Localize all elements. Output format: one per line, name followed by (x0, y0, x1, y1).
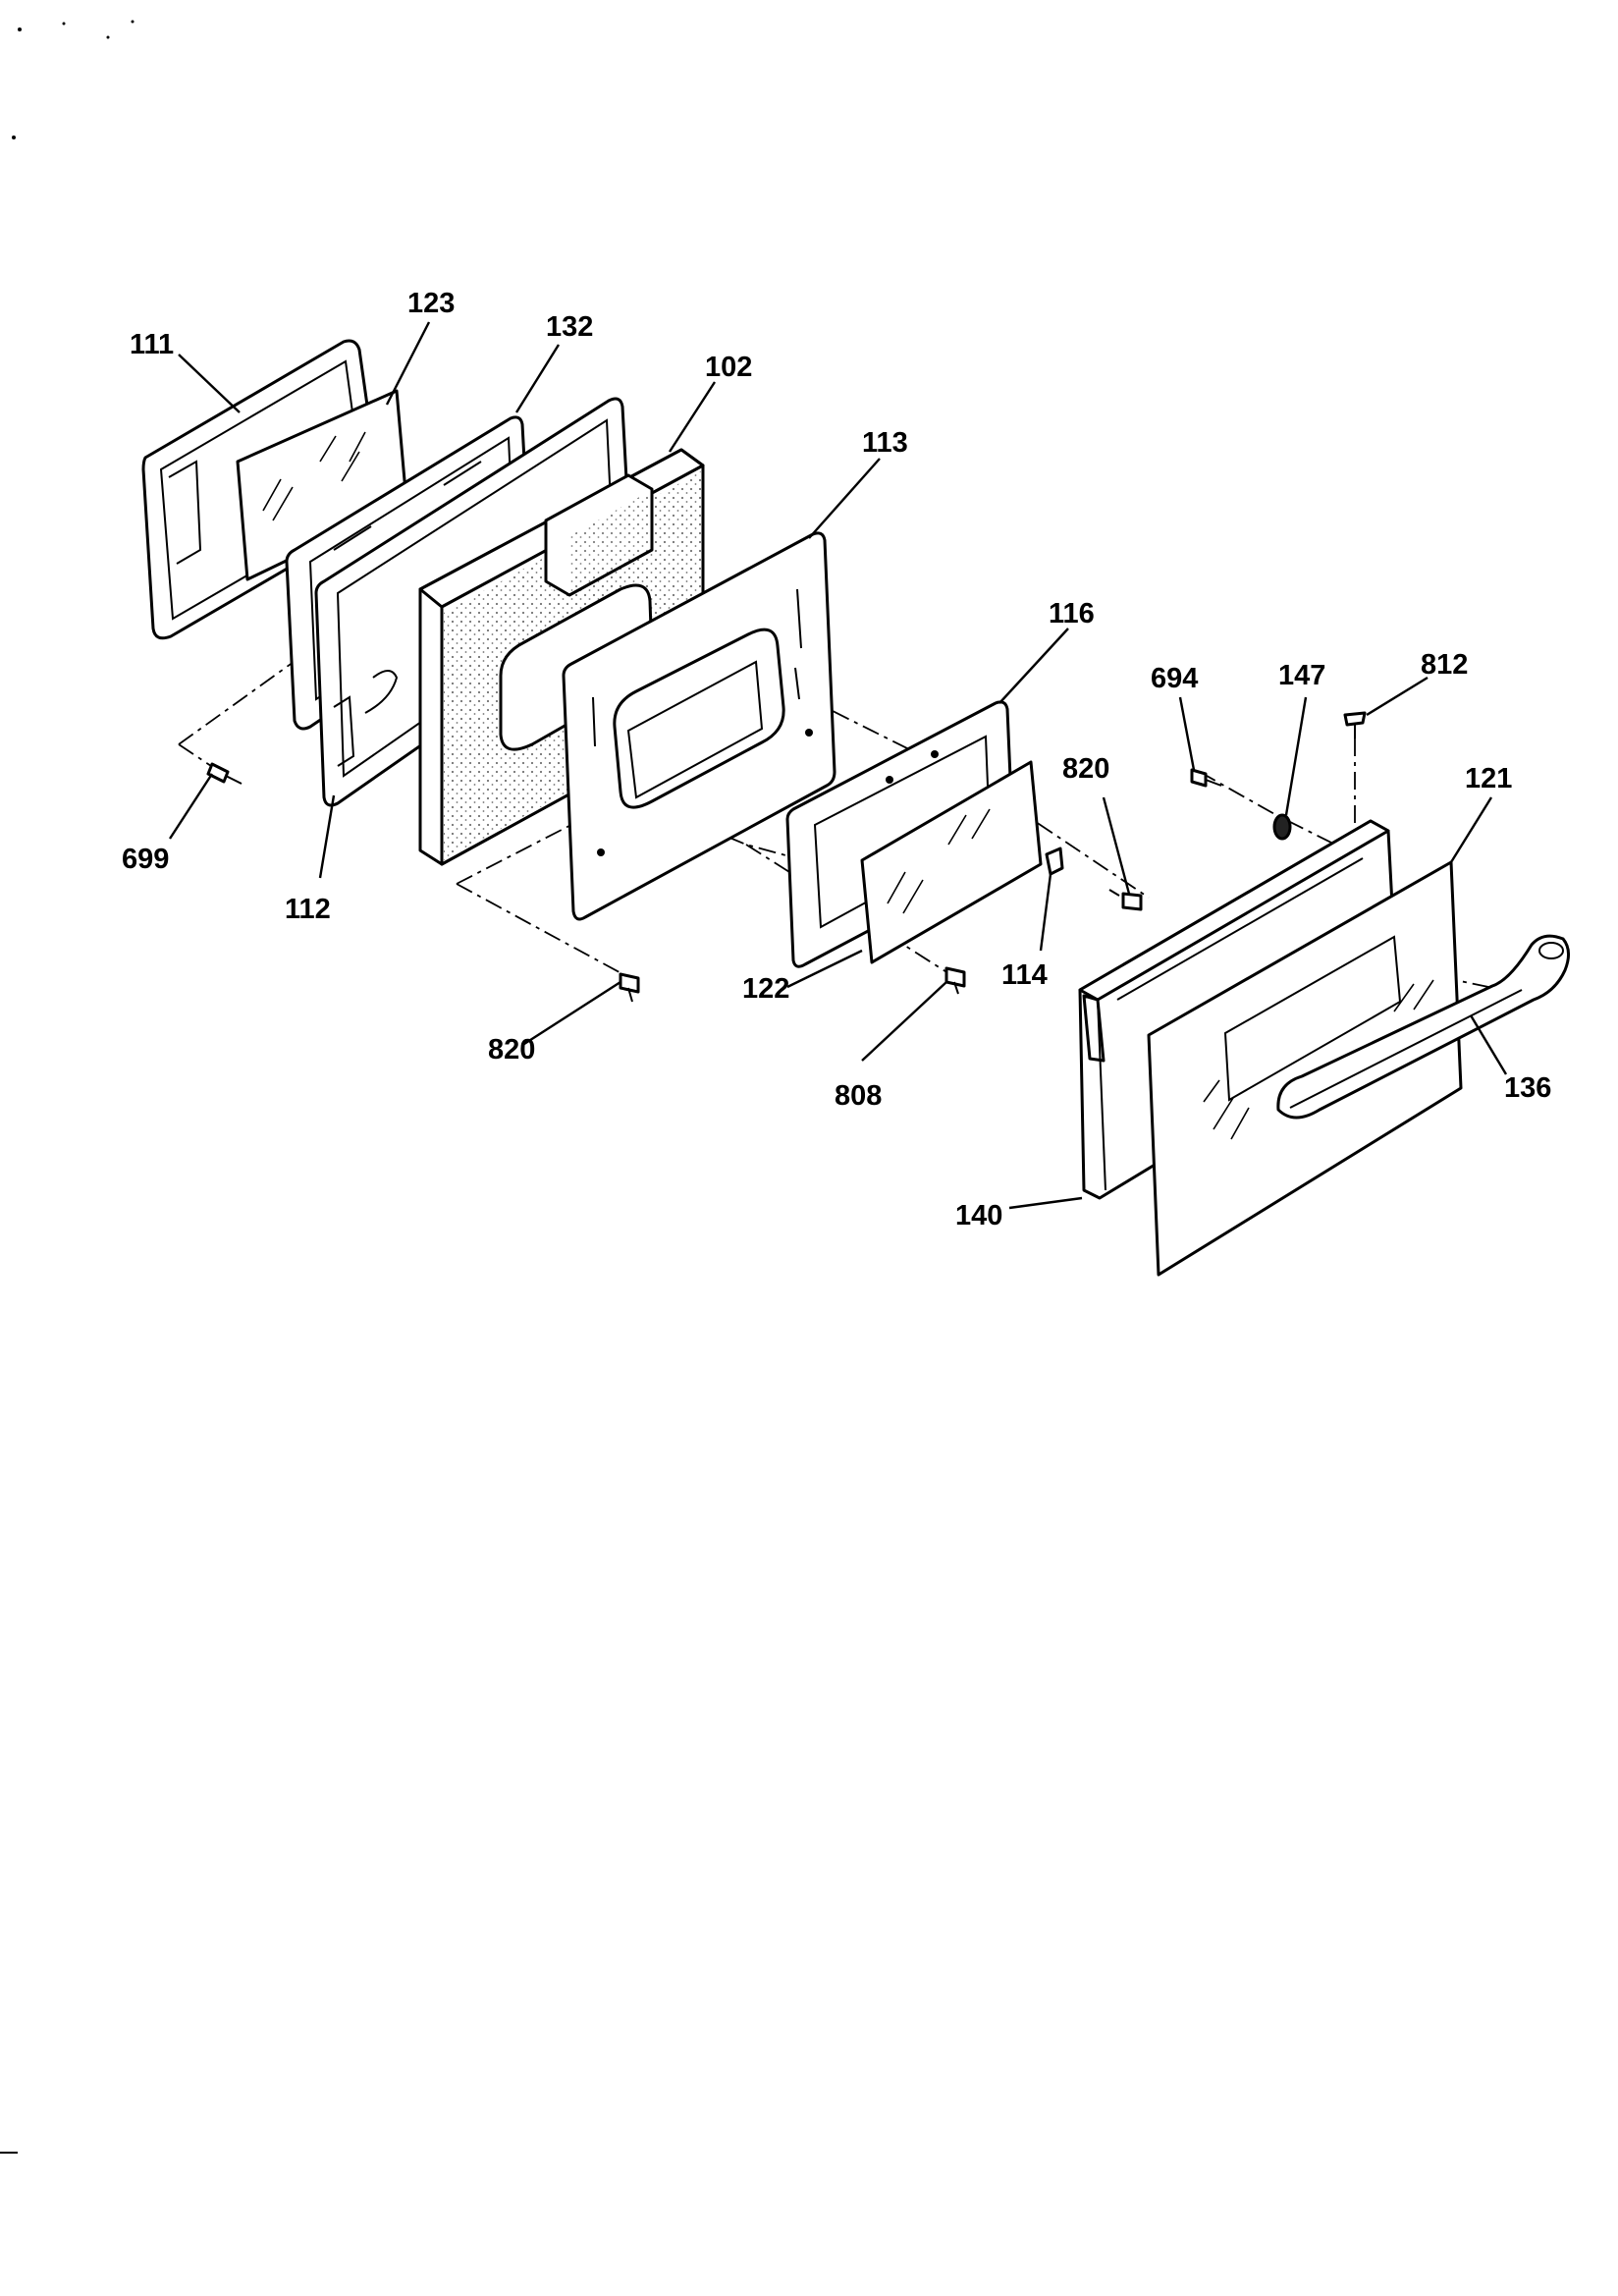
part-147-grommet (1272, 813, 1292, 841)
callout-122: 122 (742, 973, 789, 1005)
callout-112: 112 (285, 894, 331, 925)
callout-136: 136 (1504, 1072, 1551, 1104)
callout-699: 699 (122, 844, 169, 875)
scan-specks (0, 20, 135, 2154)
callout-132: 132 (546, 311, 593, 343)
callout-111: 111 (130, 329, 174, 360)
callout-123: 123 (407, 288, 455, 319)
part-113-inner-panel (562, 531, 836, 921)
callout-102: 102 (705, 352, 752, 383)
fastener-812-screw (1343, 711, 1367, 738)
part-136-handle (1276, 934, 1570, 1120)
callout-121: 121 (1465, 763, 1512, 794)
part-122-window-glass (860, 760, 1043, 964)
callout-113: 113 (862, 427, 908, 459)
part-114-clip (1045, 847, 1064, 876)
fastener-694-screw (1190, 768, 1222, 788)
part-102-insulation-box (418, 448, 705, 866)
callout-labels: 111 123 132 102 113 116 694 147 812 121 … (122, 288, 1551, 1231)
leader-lines (168, 321, 1508, 1210)
callout-116: 116 (1049, 598, 1095, 629)
callout-820-upper: 820 (1062, 753, 1109, 785)
callout-114: 114 (1001, 959, 1048, 991)
callout-140: 140 (955, 1200, 1002, 1231)
callout-812: 812 (1421, 649, 1468, 681)
fastener-699-screw (206, 762, 243, 785)
callout-820-lower: 820 (488, 1034, 535, 1066)
callout-694: 694 (1151, 663, 1198, 694)
callout-808: 808 (835, 1080, 882, 1112)
fastener-820-screw-left (619, 972, 640, 1003)
fastener-808-screw (944, 966, 966, 995)
callout-147: 147 (1278, 660, 1325, 691)
part-121-outer-glass-panel (1147, 860, 1463, 1277)
fastener-820-screw-right (1108, 889, 1143, 911)
